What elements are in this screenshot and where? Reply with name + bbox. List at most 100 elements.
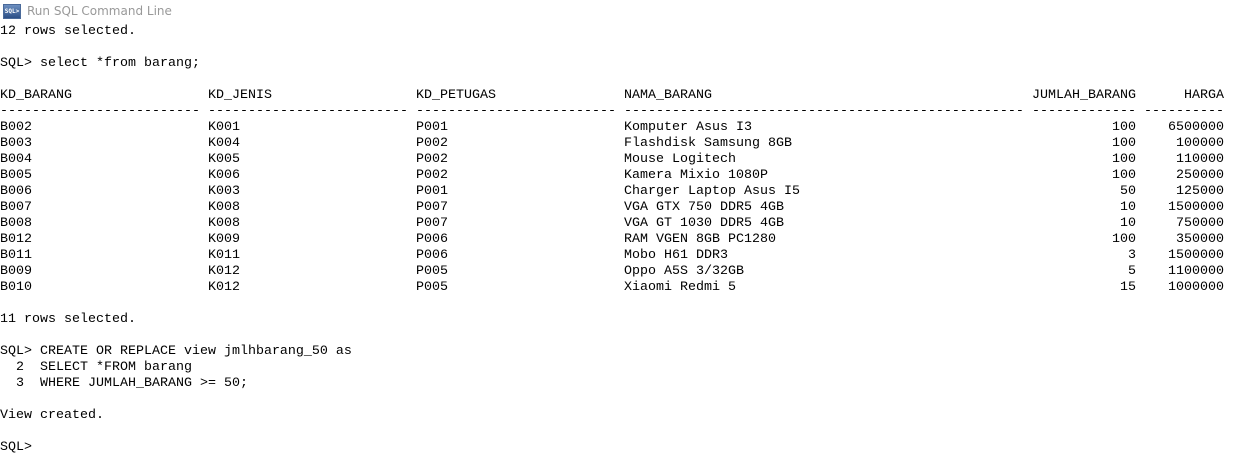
cell-harga: 250000: [1176, 168, 1224, 183]
cell-jumlah-barang: 100: [1112, 120, 1136, 135]
cell-nama-barang: Mouse Logitech: [624, 152, 736, 167]
cell-kd-petugas: P001: [416, 184, 448, 199]
table-row: B004 K005 P002 Mouse Logitech 100 110000: [0, 152, 1224, 168]
title-bar: SQL> Run SQL Command Line: [0, 0, 1238, 22]
column-separator: ----------: [1144, 104, 1224, 119]
cell-harga: 1500000: [1168, 248, 1224, 263]
cell-kd-barang: B002: [0, 120, 32, 135]
cell-kd-barang: B009: [0, 264, 32, 279]
table-row: B011 K011 P006 Mobo H61 DDR3 3 1500000: [0, 248, 1224, 264]
table-separator: ----------------------------------------…: [0, 104, 1224, 120]
column-header-kd-jenis: KD_JENIS: [208, 88, 272, 103]
cell-kd-jenis: K005: [208, 152, 240, 167]
cell-jumlah-barang: 5: [1128, 264, 1136, 279]
cell-nama-barang: Flashdisk Samsung 8GB: [624, 136, 792, 151]
cell-kd-petugas: P002: [416, 136, 448, 151]
window-title: Run SQL Command Line: [27, 4, 172, 18]
column-separator: -------------------------: [0, 104, 200, 119]
select-query: SQL> select *from barang;: [0, 56, 200, 71]
column-header-nama-barang: NAMA_BARANG: [624, 88, 712, 103]
cell-kd-jenis: K004: [208, 136, 240, 151]
cell-harga: 1500000: [1168, 200, 1224, 215]
sql-icon: SQL>: [3, 3, 21, 19]
cell-nama-barang: RAM VGEN 8GB PC1280: [624, 232, 776, 247]
column-header-kd-barang: KD_BARANG: [0, 88, 72, 103]
create-view-line-1: SQL> CREATE OR REPLACE view jmlhbarang_5…: [0, 344, 352, 359]
cell-jumlah-barang: 100: [1112, 152, 1136, 167]
cell-kd-petugas: P002: [416, 152, 448, 167]
table-row: B003 K004 P002 Flashdisk Samsung 8GB 100 1000…: [0, 136, 1224, 152]
cell-nama-barang: VGA GTX 750 DDR5 4GB: [624, 200, 784, 215]
cell-harga: 1000000: [1168, 280, 1224, 295]
view-created-message: View created.: [0, 408, 104, 423]
cell-harga: 6500000: [1168, 120, 1224, 135]
sql-prompt[interactable]: SQL>: [0, 440, 32, 455]
cell-kd-jenis: K011: [208, 248, 240, 263]
table-row: B002 K001 P001 Komputer Asus I3 100 6500000: [0, 120, 1224, 136]
cell-kd-barang: B012: [0, 232, 32, 247]
cell-kd-jenis: K008: [208, 200, 240, 215]
cell-nama-barang: Oppo A5S 3/32GB: [624, 264, 744, 279]
column-header-harga: HARGA: [1184, 88, 1224, 103]
cell-kd-petugas: P001: [416, 120, 448, 135]
previous-result: 12 rows selected.: [0, 24, 136, 39]
cell-jumlah-barang: 10: [1120, 216, 1136, 231]
console-output[interactable]: 12 rows selected. SQL> select *from bara…: [0, 24, 1224, 456]
rows-selected-message: 11 rows selected.: [0, 312, 136, 327]
cell-kd-petugas: P007: [416, 216, 448, 231]
cell-kd-jenis: K012: [208, 280, 240, 295]
cell-kd-barang: B011: [0, 248, 32, 263]
cell-jumlah-barang: 100: [1112, 136, 1136, 151]
cell-kd-barang: B006: [0, 184, 32, 199]
cell-harga: 100000: [1176, 136, 1224, 151]
table-row: B005 K006 P002 Kamera Mixio 1080P 100 250000: [0, 168, 1224, 184]
table-row: B008 K008 P007 VGA GT 1030 DDR5 4GB 10 750000: [0, 216, 1224, 232]
create-view-line-3: 3 WHERE JUMLAH_BARANG >= 50;: [0, 376, 248, 391]
column-separator: -------------: [1032, 104, 1136, 119]
create-view-line-2: 2 SELECT *FROM barang: [0, 360, 192, 375]
cell-nama-barang: Xiaomi Redmi 5: [624, 280, 736, 295]
cell-jumlah-barang: 10: [1120, 200, 1136, 215]
cell-jumlah-barang: 3: [1128, 248, 1136, 263]
cell-kd-jenis: K006: [208, 168, 240, 183]
cell-kd-jenis: K003: [208, 184, 240, 199]
table-row: B007 K008 P007 VGA GTX 750 DDR5 4GB 10 150000…: [0, 200, 1224, 216]
cell-kd-barang: B003: [0, 136, 32, 151]
cell-jumlah-barang: 100: [1112, 232, 1136, 247]
cell-nama-barang: VGA GT 1030 DDR5 4GB: [624, 216, 784, 231]
cell-kd-petugas: P006: [416, 248, 448, 263]
column-separator: -------------------------: [208, 104, 408, 119]
cell-kd-petugas: P005: [416, 280, 448, 295]
cell-harga: 110000: [1176, 152, 1224, 167]
cell-kd-petugas: P006: [416, 232, 448, 247]
column-header-kd-petugas: KD_PETUGAS: [416, 88, 496, 103]
cell-harga: 350000: [1176, 232, 1224, 247]
cell-kd-jenis: K008: [208, 216, 240, 231]
cell-nama-barang: Kamera Mixio 1080P: [624, 168, 768, 183]
cell-nama-barang: Mobo H61 DDR3: [624, 248, 728, 263]
cell-kd-jenis: K009: [208, 232, 240, 247]
cell-jumlah-barang: 15: [1120, 280, 1136, 295]
cell-kd-petugas: P005: [416, 264, 448, 279]
cell-kd-jenis: K001: [208, 120, 240, 135]
cell-harga: 1100000: [1168, 264, 1224, 279]
cell-kd-barang: B005: [0, 168, 32, 183]
column-separator: -------------------------: [416, 104, 616, 119]
cell-kd-barang: B004: [0, 152, 32, 167]
cell-jumlah-barang: 100: [1112, 168, 1136, 183]
table-row: B012 K009 P006 RAM VGEN 8GB PC1280 100 350000: [0, 232, 1224, 248]
cell-kd-petugas: P007: [416, 200, 448, 215]
cell-harga: 125000: [1176, 184, 1224, 199]
column-separator: ----------------------------------------…: [624, 104, 1024, 119]
cell-nama-barang: Komputer Asus I3: [624, 120, 752, 135]
cell-kd-barang: B007: [0, 200, 32, 215]
cell-kd-barang: B008: [0, 216, 32, 231]
cell-jumlah-barang: 50: [1120, 184, 1136, 199]
cell-harga: 750000: [1176, 216, 1224, 231]
cell-kd-petugas: P002: [416, 168, 448, 183]
